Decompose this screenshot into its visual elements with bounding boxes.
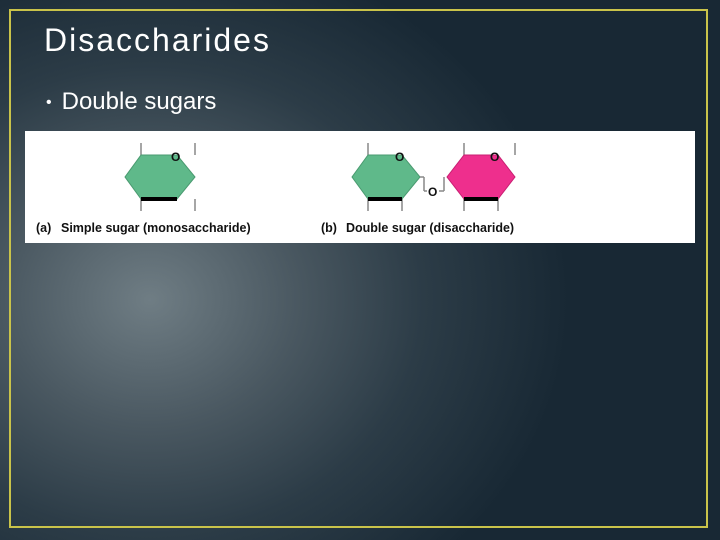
glycosidic-linkage: O (420, 176, 445, 199)
disaccharide-figure: O O O O (a) S (25, 131, 695, 243)
slide-border (9, 9, 708, 528)
panel-a-letter: (a) (36, 221, 51, 235)
bullet-dot: • (46, 93, 52, 111)
panel-b-caption: Double sugar (disaccharide) (346, 221, 514, 235)
panel-b-letter: (b) (321, 221, 337, 235)
figure-svg: O O O O (a) S (36, 143, 516, 235)
ring-oxygen-label: O (490, 150, 499, 164)
slide-title: Disaccharides (44, 22, 271, 58)
bullet-text: Double sugars (61, 88, 217, 115)
disaccharide-ring-right: O (446, 143, 516, 211)
ring-oxygen-label: O (171, 150, 180, 164)
linkage-oxygen-label: O (428, 185, 437, 199)
monosaccharide-ring: O (124, 143, 196, 211)
bullet-item: • Double sugars (46, 88, 216, 116)
disaccharide-ring-left: O (351, 143, 421, 211)
ring-oxygen-label: O (395, 150, 404, 164)
panel-a-caption: Simple sugar (monosaccharide) (61, 221, 251, 235)
